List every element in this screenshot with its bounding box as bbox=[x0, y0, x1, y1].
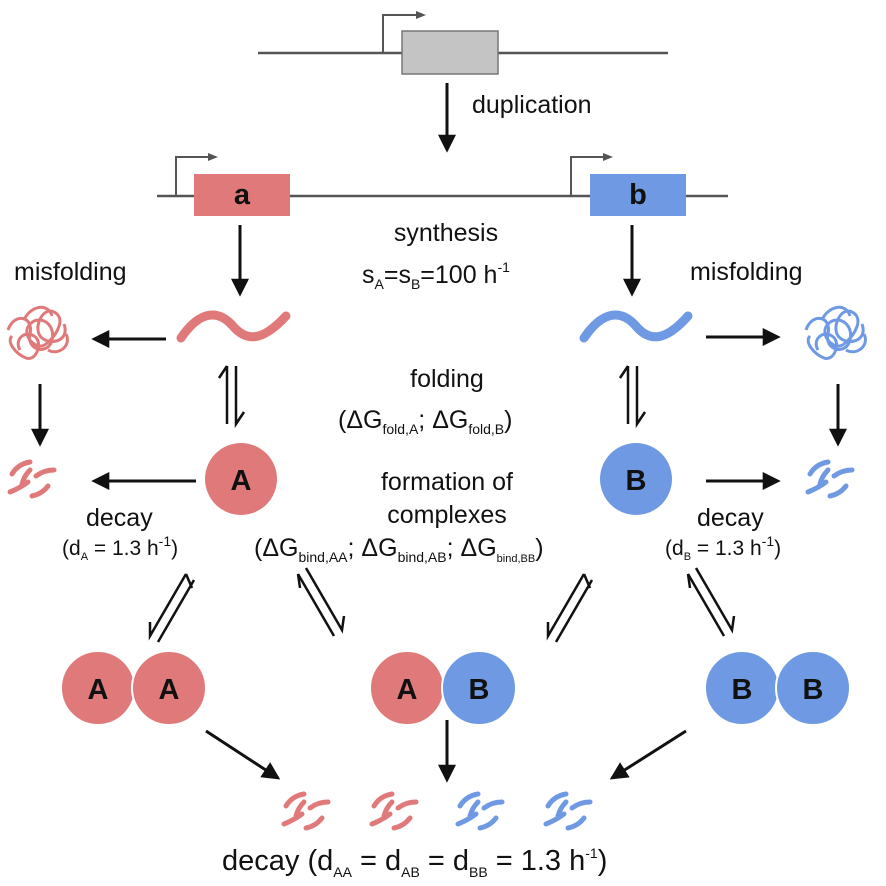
monomer-b-circle bbox=[600, 443, 672, 515]
decay-right-rate: (dB = 1.3 h-1) bbox=[665, 533, 781, 563]
degraded-a-icon bbox=[10, 462, 54, 496]
binding-equilibrium-b-ab bbox=[546, 573, 594, 643]
folding-equilibrium-b bbox=[618, 365, 647, 429]
dimer-bb-right-circle bbox=[775, 650, 851, 726]
monomer-b-label: B bbox=[626, 465, 647, 497]
misfolded-b-icon bbox=[804, 305, 867, 360]
degraded-aa-fragment-2 bbox=[372, 794, 416, 828]
dimer-ab-right-label: B bbox=[469, 674, 490, 706]
folding-dg: (ΔGfold,A; ΔGfold,B) bbox=[338, 406, 512, 437]
dimer-decay-arrow-aa bbox=[205, 729, 281, 780]
dimer-decay-arrow-bb bbox=[609, 729, 687, 780]
folding-equilibrium-a bbox=[217, 365, 246, 429]
promoter-a-icon bbox=[175, 156, 212, 196]
binding-equilibrium-aa bbox=[148, 573, 196, 643]
folding-label: folding bbox=[410, 365, 484, 393]
unfolded-chain-b bbox=[579, 310, 693, 343]
ancestral-gene-box bbox=[401, 30, 499, 75]
degraded-b-icon bbox=[808, 462, 852, 496]
dimer-aa-left-label: A bbox=[88, 674, 109, 706]
misfolding-right-label: misfolding bbox=[690, 258, 803, 286]
duplication-label: duplication bbox=[472, 91, 592, 119]
decay-bottom-label: decay (dAA = dAB = dBB = 1.3 h-1) bbox=[222, 845, 607, 880]
gene-a-box bbox=[194, 174, 290, 216]
dimer-bb-left-label: B bbox=[732, 674, 753, 706]
monomer-a-circle bbox=[205, 443, 277, 515]
binding-equilibrium-bb bbox=[686, 567, 736, 637]
formation-label-line2: complexes bbox=[387, 501, 507, 529]
gene-b-label: b bbox=[629, 179, 647, 211]
monomer-a-label: A bbox=[231, 465, 252, 497]
degraded-bb-fragment-1 bbox=[458, 794, 502, 828]
ancestral-promoter-icon bbox=[382, 14, 420, 53]
promoter-b-icon bbox=[570, 156, 607, 196]
decay-left-rate: (dA = 1.3 h-1) bbox=[62, 533, 178, 563]
formation-label-line1: formation of bbox=[381, 468, 513, 496]
synthesis-label: synthesis bbox=[394, 219, 498, 247]
degraded-aa-fragment-1 bbox=[284, 794, 328, 828]
gene-a-label: a bbox=[234, 179, 251, 211]
gene-b-box bbox=[590, 174, 686, 216]
dimer-ab-left-label: A bbox=[397, 674, 418, 706]
dimer-aa-right-circle bbox=[131, 650, 207, 726]
synthesis-rate: sA=sB=100 h-1 bbox=[362, 259, 510, 292]
decay-left-label: decay bbox=[86, 504, 153, 532]
binding-equilibrium-a-ab bbox=[296, 567, 346, 637]
unfolded-chain-a bbox=[176, 310, 291, 343]
misfolded-a-icon bbox=[6, 305, 69, 360]
degraded-bb-fragment-2 bbox=[546, 794, 590, 828]
binding-dg: (ΔGbind,AA; ΔGbind,AB; ΔGbind,BB) bbox=[254, 534, 544, 565]
misfolding-left-label: misfolding bbox=[14, 258, 127, 286]
dimer-bb-right-label: B bbox=[803, 674, 824, 706]
dimer-ab-right-circle bbox=[441, 650, 517, 726]
decay-right-label: decay bbox=[697, 504, 764, 532]
dimer-aa-right-label: A bbox=[159, 674, 180, 706]
